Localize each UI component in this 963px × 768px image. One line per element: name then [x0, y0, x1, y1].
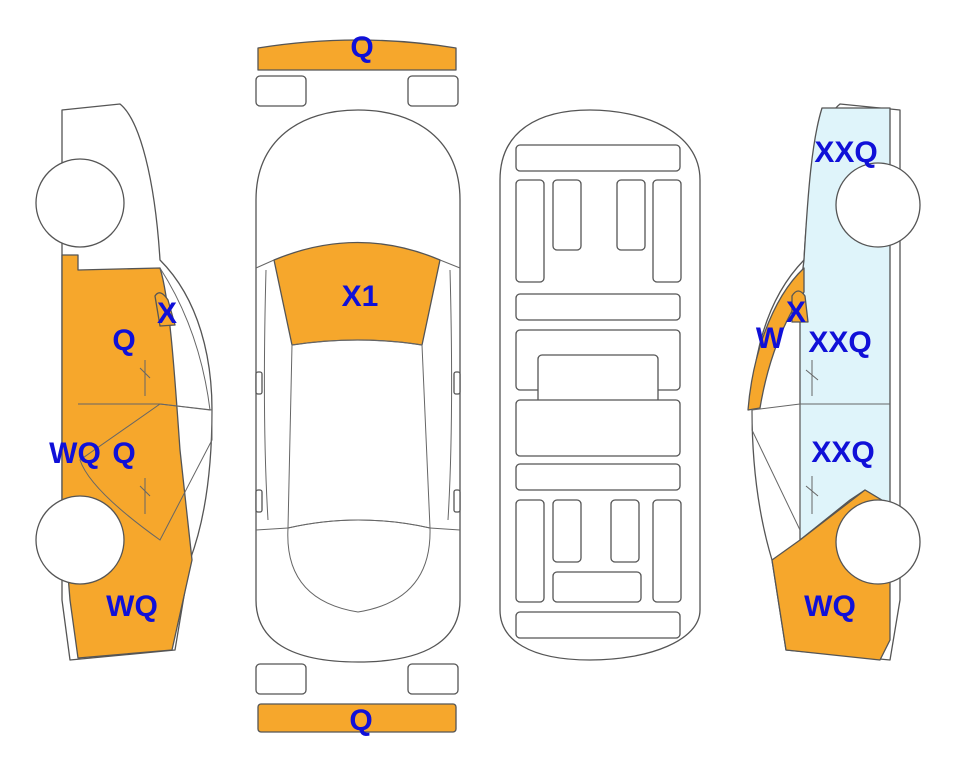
- underbody-part: [515, 611, 681, 639]
- damage-labels: Q X1 Q X Q WQ Q WQ XXQ X W XXQ XXQ WQ: [49, 31, 878, 737]
- top-body-outline: [255, 109, 461, 663]
- label-left-front-door: Q: [112, 324, 135, 357]
- label-right-mirror: X: [786, 296, 806, 329]
- underbody-part: [616, 179, 646, 251]
- label-right-front-door: XXQ: [808, 326, 871, 359]
- handle-right-top: [453, 489, 461, 513]
- underbody-part: [515, 144, 681, 172]
- left-window-line: [159, 267, 211, 411]
- underbody-part: [652, 499, 682, 603]
- front-bumper-panel[interactable]: [257, 39, 457, 71]
- label-rear-bumper: Q: [349, 704, 372, 737]
- left-front-handle: [139, 360, 151, 396]
- label-front-bumper: Q: [350, 31, 373, 64]
- car-left-side-view: [35, 103, 213, 661]
- left-rear-window: [79, 403, 213, 541]
- underbody-part: [515, 293, 681, 321]
- right-pillar-panel[interactable]: [747, 267, 805, 411]
- underbody-part: [552, 499, 582, 563]
- label-windshield: X1: [342, 280, 379, 313]
- headlamp-right: [407, 75, 459, 107]
- underbody-part: [515, 399, 681, 457]
- mirror-left-top: [255, 371, 263, 395]
- label-left-mirror: X: [157, 297, 177, 330]
- underbody-part: [552, 179, 582, 251]
- underbody-part: [515, 499, 545, 603]
- mirror-right-top: [453, 371, 461, 395]
- label-right-rear-quarter: WQ: [804, 590, 856, 623]
- right-front-handle: [805, 360, 819, 396]
- car-right-side-view: [747, 103, 921, 661]
- car-top-view: [255, 39, 461, 733]
- headlamp-left: [255, 75, 307, 107]
- taillamp-left: [255, 663, 307, 695]
- handle-left-top: [255, 489, 263, 513]
- side-line-left: [263, 269, 269, 521]
- underbody-part: [610, 499, 640, 563]
- label-right-front-fender: XXQ: [814, 136, 877, 169]
- left-rear-wheel: [35, 495, 125, 585]
- label-left-rear-door: Q: [112, 437, 135, 470]
- a-pillar-left: [255, 259, 289, 531]
- label-left-rear-quarter: WQ: [106, 590, 158, 623]
- right-rear-handle: [805, 476, 819, 514]
- right-front-wheel: [835, 162, 921, 248]
- right-rear-window: [751, 403, 801, 531]
- underbody-part: [515, 179, 545, 283]
- underbody-part: [515, 463, 681, 491]
- taillamp-right: [407, 663, 459, 695]
- left-mirror-shape[interactable]: [154, 292, 176, 327]
- rear-window-outline: [287, 519, 431, 613]
- right-rear-wheel: [835, 499, 921, 585]
- rear-bumper-panel[interactable]: [257, 703, 457, 733]
- underbody-part: [652, 179, 682, 283]
- left-front-wheel: [35, 158, 125, 248]
- right-mirror-shape[interactable]: [791, 290, 809, 323]
- car-underbody-view: [499, 109, 701, 661]
- underbody-part: [552, 571, 642, 603]
- label-left-rocker: WQ: [49, 437, 101, 470]
- label-right-pillar: W: [756, 322, 785, 355]
- a-pillar-right: [429, 259, 461, 531]
- left-rear-handle: [139, 478, 151, 514]
- side-line-right: [447, 269, 453, 521]
- label-right-rear-door: XXQ: [811, 436, 874, 469]
